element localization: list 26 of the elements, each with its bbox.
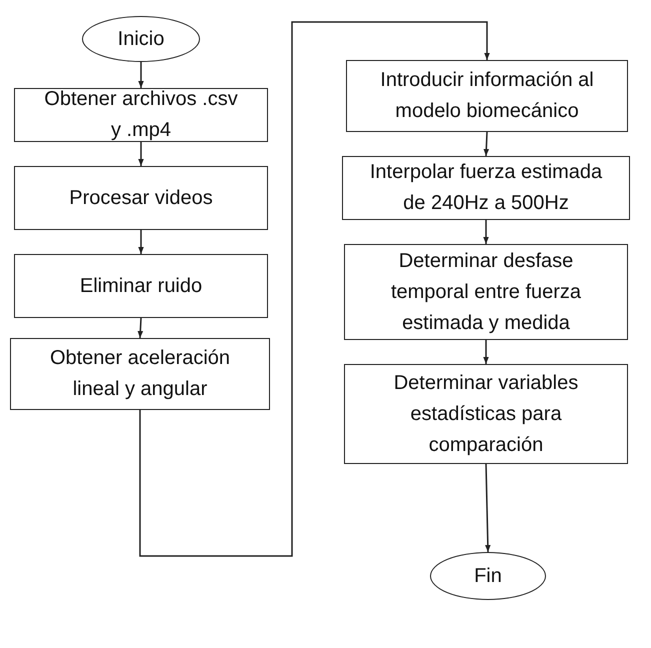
process-box: [344, 364, 628, 464]
arrow: [483, 220, 489, 244]
process-box: [10, 338, 270, 410]
arrow: [138, 62, 144, 88]
step-label: Inicio: [118, 26, 164, 52]
process-box: [346, 60, 628, 132]
step-label: Eliminar ruido: [80, 274, 202, 298]
step-label: Interpolar fuerza estimada de 240Hz a 500Hz: [369, 160, 603, 216]
step-label: Obtener aceleración lineal y angular: [48, 346, 232, 402]
arrow: [138, 318, 144, 338]
arrow: [484, 132, 490, 156]
arrow: [483, 340, 489, 364]
step-label: Fin: [474, 564, 502, 588]
process-box: [14, 254, 268, 318]
process-box: [342, 156, 630, 220]
step-label: Obtener archivos .csv y .mp4: [43, 87, 239, 143]
step-label: Procesar videos: [69, 186, 213, 210]
arrow: [138, 142, 144, 166]
step-label: Introducir información al modelo biomecánico: [379, 68, 595, 124]
arrow: [138, 230, 144, 254]
step-label: Determinar variables estadísticas para comparación: [392, 370, 580, 458]
process-box: [344, 244, 628, 340]
arrow: [485, 464, 491, 552]
process-box: [14, 166, 268, 230]
step-label: Determinar desfase temporal entre fuerza estimada y medida: [390, 248, 582, 336]
process-box: [14, 88, 268, 142]
